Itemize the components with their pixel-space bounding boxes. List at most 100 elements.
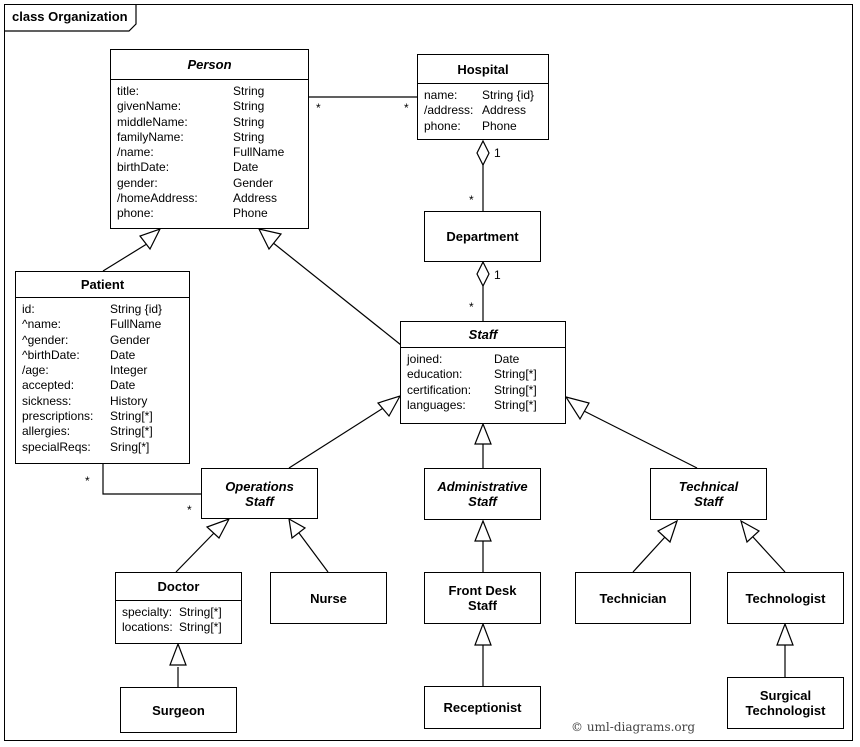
class-surgical-technologist[interactable]: Surgical Technologist [727, 677, 844, 729]
class-surgical-technologist-name: Surgical Technologist [728, 678, 843, 728]
generalization-arrow-administrative-staff [474, 422, 492, 445]
class-receptionist[interactable]: Receptionist [424, 686, 541, 729]
attribute-name: title: [117, 84, 140, 98]
attribute-type: String [233, 114, 265, 129]
attribute-row: specialReqs:Sring[*] [22, 440, 183, 455]
attribute-type: Address [233, 191, 278, 206]
class-name-line: Technical [678, 479, 739, 494]
attribute-name: locations: [122, 620, 173, 635]
generalization-arrow-patient-person [139, 227, 162, 251]
attribute-name: familyName: [117, 129, 184, 144]
class-front-desk-staff[interactable]: Front Desk Staff [424, 572, 541, 624]
attribute-row: prescriptions:String[*] [22, 409, 183, 424]
class-nurse-name: Nurse [310, 590, 347, 606]
attribute-name: ^name: [22, 317, 61, 332]
attribute-name: ^birthDate: [22, 347, 80, 362]
class-operations-staff[interactable]: Operations Staff [201, 468, 318, 519]
attribute-row: locations: String[*] [122, 620, 235, 635]
attribute-type: String[*] [494, 367, 537, 382]
class-surgeon[interactable]: Surgeon [120, 687, 237, 733]
attribute-row: givenName:String [117, 99, 302, 114]
attribute-type: Date [233, 160, 259, 175]
class-department-name: Department [446, 229, 519, 244]
attribute-type: String {id} [482, 88, 535, 102]
attribute-row: specialty: String[*] [122, 605, 235, 620]
class-nurse[interactable]: Nurse [270, 572, 387, 624]
multiplicity-department-staff-department-end: 1 [494, 268, 501, 282]
generalization-doctor-operations [175, 532, 215, 573]
attribute-type: String[*] [179, 605, 222, 619]
class-technical-staff[interactable]: Technical Staff [650, 468, 767, 520]
class-name-line: Staff [468, 494, 497, 509]
attribute-name: prescriptions: [22, 409, 94, 424]
attribute-name: specialty: [122, 605, 173, 619]
multiplicity-hospital-department-hospital-end: 1 [494, 146, 501, 160]
class-person[interactable]: Person title:String givenName:String mid… [110, 49, 309, 229]
attribute-row: /address:Address [424, 103, 542, 118]
attribute-row: phone: Phone [424, 119, 542, 134]
attribute-name: /age: [22, 363, 49, 378]
class-hospital[interactable]: Hospital name:String {id} /address:Addre… [417, 54, 549, 140]
attribute-row: /homeAddress:Address [117, 191, 302, 206]
multiplicity-patient-ops-patient-end: * [85, 474, 90, 488]
attribute-row: joined:Date [407, 352, 559, 367]
attribute-name: ^gender: [22, 332, 69, 347]
class-hospital-name: Hospital [418, 55, 548, 84]
generalization-arrow-staff-person [257, 228, 283, 251]
class-doctor-attributes: specialty: String[*] locations: String[*] [116, 601, 241, 636]
class-name-line: Technologist [745, 703, 826, 718]
attribute-name: allergies: [22, 424, 71, 439]
generalization-arrow-doctor-operations [205, 517, 231, 539]
generalization-staff-person [271, 241, 402, 346]
multiplicity-person-hospital-person-end: * [316, 101, 321, 115]
class-patient-name: Patient [16, 272, 189, 298]
attribute-type: String[*] [494, 382, 537, 397]
generalization-arrow-technical-staff [564, 396, 590, 421]
attribute-name: birthDate: [117, 160, 170, 175]
class-staff-name: Staff [401, 322, 565, 348]
generalization-arrow-operations-staff [376, 394, 402, 418]
attribute-name: /address: [424, 103, 474, 118]
attribute-type: Gender [233, 175, 274, 190]
attribute-type: Phone [482, 118, 517, 133]
class-staff[interactable]: Staff joined:Date education:String[*] ce… [400, 321, 566, 424]
frame-title: class Organization [12, 9, 128, 24]
attribute-name: phone: [117, 206, 154, 221]
attribute-type: String {id} [110, 302, 163, 316]
attribute-row: accepted:Date [22, 378, 183, 393]
class-name-line: Surgical [759, 688, 812, 703]
aggregation-diamond-department [476, 260, 490, 288]
attribute-name: middleName: [117, 114, 188, 129]
class-hospital-attributes: name:String {id} /address:Address phone:… [418, 84, 548, 134]
multiplicity-hospital-department-department-end: * [469, 193, 474, 207]
frame-tab-outline [4, 4, 137, 32]
attribute-type: String [233, 99, 265, 114]
class-receptionist-name: Receptionist [443, 700, 522, 715]
multiplicity-person-hospital-hospital-end: * [404, 101, 409, 115]
attribute-row: familyName:String [117, 130, 302, 145]
attribute-name: id: [22, 302, 35, 316]
class-technologist[interactable]: Technologist [727, 572, 844, 624]
class-administrative-staff[interactable]: Administrative Staff [424, 468, 541, 520]
generalization-nurse-operations [298, 532, 329, 573]
class-patient-attributes: id:String {id} ^name:FullName ^gender:Ge… [16, 298, 189, 455]
attribute-name: phone: [424, 118, 461, 133]
attribute-type: String[*] [179, 620, 222, 635]
attribute-row: middleName: String [117, 115, 302, 130]
multiplicity-department-staff-staff-end: * [469, 300, 474, 314]
attribute-type: String[*] [494, 397, 537, 412]
class-technician[interactable]: Technician [575, 572, 691, 624]
attribute-type: String[*] [110, 424, 153, 439]
attribute-row: phone:Phone [117, 206, 302, 221]
attribute-name: specialReqs: [22, 439, 91, 454]
class-doctor[interactable]: Doctor specialty:String[*] locations:Str… [115, 572, 242, 644]
class-technician-name: Technician [599, 590, 667, 606]
attribute-row: languages:String[*] [407, 398, 559, 413]
attribute-row: ^gender:Gender [22, 333, 183, 348]
attribute-type: Date [494, 352, 520, 366]
class-patient[interactable]: Patient id:String {id} ^name:FullName ^g… [15, 271, 190, 464]
attribute-row: allergies: String[*] [22, 424, 183, 439]
generalization-arrow-surgicaltech-technologist [776, 622, 794, 646]
class-department[interactable]: Department [424, 211, 541, 262]
